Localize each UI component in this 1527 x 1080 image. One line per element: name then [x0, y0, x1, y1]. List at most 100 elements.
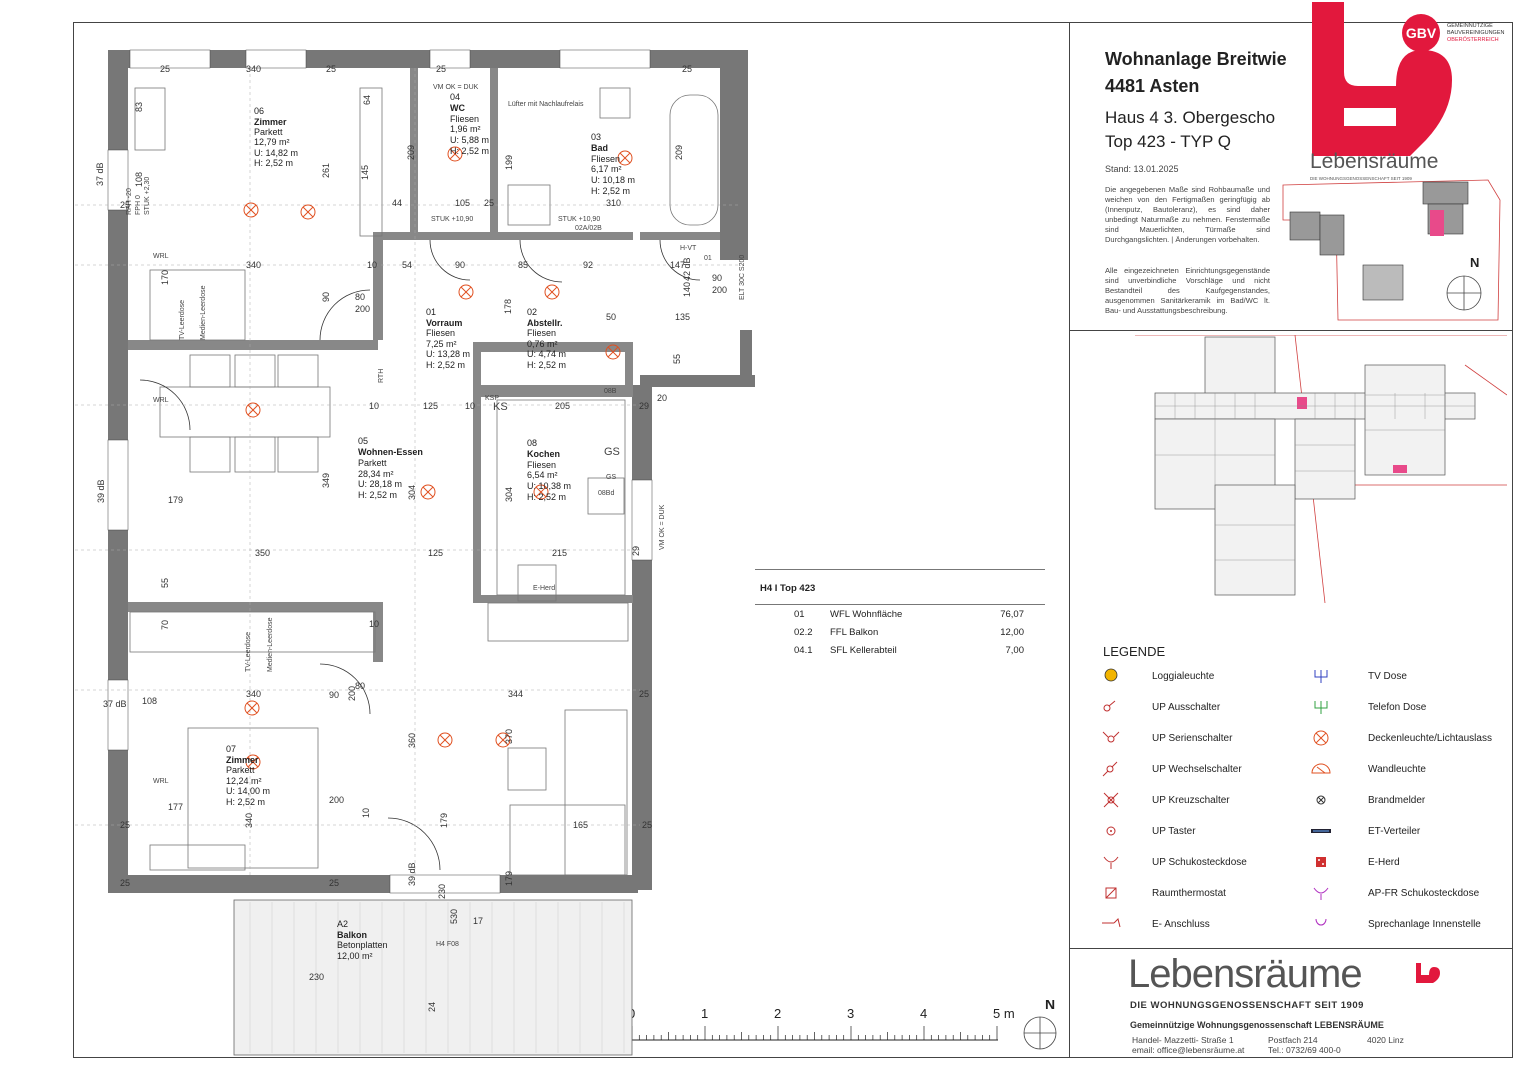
ceiling-light-icon [420, 484, 436, 500]
room-area: 1,96 m² [450, 124, 481, 134]
dimension-label: 10 [369, 401, 379, 411]
legend-item: UP Kreuzschalter [1095, 790, 1295, 821]
legend-label: UP Taster [1152, 826, 1196, 837]
legend-item: Wandleuchte [1305, 759, 1510, 790]
legend-label: UP Kreuzschalter [1152, 795, 1230, 806]
room-floor: Parkett [358, 458, 387, 468]
plan-annotation: STUK +10,90 [558, 216, 600, 223]
room-labels: 06 Zimmer Parkett 12,79 m² U: 14,82 m H:… [226, 92, 635, 961]
plan-annotation: TV-Leerdose [179, 300, 186, 340]
revision-date: Stand: 13.01.2025 [1105, 164, 1179, 174]
ceiling-light-icon [1313, 730, 1329, 746]
ceiling-light-icon [243, 202, 259, 218]
dimension-label: 39 dB [407, 862, 417, 886]
room-name: Kochen [527, 449, 560, 459]
legend-label: ET-Verteiler [1368, 826, 1421, 837]
ceiling-light-icon [533, 484, 549, 500]
area-value: 7,00 [1005, 645, 1025, 656]
room-num: A2 [337, 919, 348, 929]
dimension-label: 179 [439, 813, 449, 828]
room-num: 01 [426, 307, 436, 317]
room-height: H: 2,52 m [426, 360, 465, 370]
guide-lines [75, 68, 740, 875]
dimension-label: 215 [552, 548, 567, 558]
area-table-heading: H4 I Top 423 [760, 583, 816, 594]
socket-icon [1103, 856, 1119, 869]
room-area: 28,34 m² [358, 469, 394, 479]
ceiling-light-icon [458, 284, 474, 300]
plan-annotation: E-Herd [533, 585, 555, 592]
dimension-label: 179 [504, 871, 514, 886]
room-name: Zimmer [226, 755, 259, 765]
dimension-label: 209 [406, 145, 416, 160]
distribution-board-icon [1311, 829, 1331, 833]
area-code: 04.1 [794, 645, 813, 656]
dimension-label: 92 [583, 260, 593, 270]
ceiling-light-icon [300, 204, 316, 220]
dimension-label: 55 [672, 354, 682, 364]
room-height: H: 2,52 m [254, 158, 293, 168]
room-area: 7,25 m² [426, 339, 457, 349]
legend-item: Loggialeuchte [1095, 666, 1295, 697]
sheet-divider [1069, 330, 1513, 331]
gbv-line2: BAUVEREINIGUNGEN [1447, 30, 1504, 36]
legend-title: LEGENDE [1103, 644, 1166, 659]
dimension-label: 25 [120, 878, 130, 888]
footer-email: email: office@lebensräume.at [1132, 1045, 1245, 1055]
room-area: 6,54 m² [527, 470, 558, 480]
dimension-label: 44 [392, 198, 402, 208]
dimension-label: 530 [449, 909, 459, 924]
area-value: 12,00 [1000, 627, 1024, 638]
room-area: 12,79 m² [254, 137, 290, 147]
plan-annotation: KS [493, 401, 508, 413]
dimension-label: 10 [465, 401, 475, 411]
footer-logo-heart-icon [1416, 963, 1440, 983]
legend-label: E-Herd [1368, 857, 1400, 868]
window-openings [107, 49, 653, 894]
dimension-label: 230 [437, 884, 447, 899]
legend-label: AP-FR Schukosteckdose [1368, 888, 1480, 899]
push-button-icon [1106, 826, 1116, 836]
dimension-label: 135 [675, 312, 690, 322]
scale-label: 1 [701, 1006, 708, 1021]
lebensraeume-heart-logo: GBV GEMEINNÜTZIGE BAUVEREINIGUNGEN OBERÖ… [1312, 2, 1504, 156]
room-area: 0,76 m² [527, 339, 558, 349]
room-num: 02 [527, 307, 537, 317]
area-table-rule [755, 569, 1045, 570]
room-floor: Parkett [254, 127, 283, 137]
floor-plan: 06 Zimmer Parkett 12,79 m² U: 14,82 m H:… [75, 49, 755, 1056]
room-name: Zimmer [254, 117, 287, 127]
dimension-label: 90 [321, 292, 331, 302]
room-perim: U: 10,18 m [591, 175, 635, 185]
room-height: H: 2,52 m [527, 492, 566, 502]
room-perim: U: 13,28 m [426, 349, 470, 359]
tv-socket-icon [1314, 670, 1328, 683]
project-title: Wohnanlage Breitwie [1105, 49, 1287, 69]
plan-annotation: RPH -20 [126, 188, 133, 215]
plan-annotation: TV-Leerdose [245, 632, 252, 672]
sheet-divider [1069, 22, 1070, 1058]
room-height: H: 2,52 m [527, 360, 566, 370]
room-height: H: 2,52 m [591, 186, 630, 196]
room-height: H: 2,52 m [358, 490, 397, 500]
dimension-label: 37 dB [103, 699, 127, 709]
dimension-label: 42 dB [682, 257, 692, 281]
dimension-label: 50 [606, 312, 616, 322]
dimension-label: 304 [407, 485, 417, 500]
room-name: Bad [591, 143, 608, 153]
unit-type: Top 423 - TYP Q [1105, 132, 1231, 151]
legend-label: UP Ausschalter [1152, 702, 1221, 713]
plan-annotation: GS [604, 446, 620, 458]
dimension-label: 90 [455, 260, 465, 270]
dimension-label: 108 [142, 696, 157, 706]
dimension-label: 140 [682, 282, 692, 297]
unit-floor: Haus 4 3. Obergescho [1105, 108, 1276, 127]
dimension-label: 20 [657, 393, 667, 403]
legend-item: UP Wechselschalter [1095, 759, 1295, 790]
dimension-label: 177 [168, 802, 183, 812]
plan-annotation: 08B [604, 388, 617, 395]
ceiling-light-icon [617, 150, 633, 166]
room-perim: U: 14,00 m [226, 786, 270, 796]
room-num: 07 [226, 744, 236, 754]
plan-annotation: WRL [153, 778, 169, 785]
